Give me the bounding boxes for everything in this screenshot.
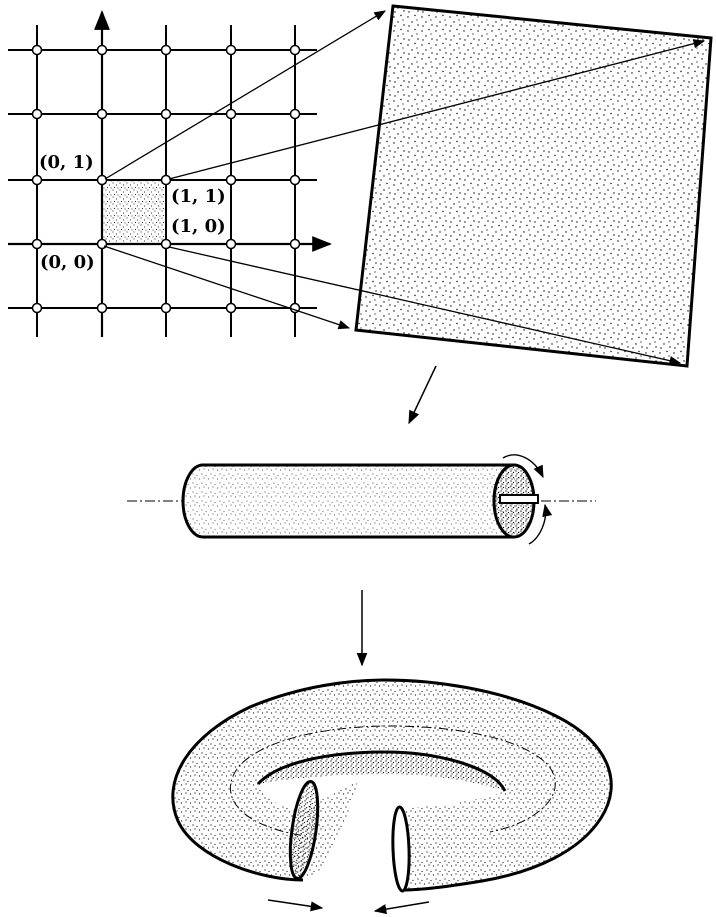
label-e1-e2: (1, 1) [171,186,226,207]
glue-arrow-right [373,901,430,915]
lattice-plane-panel: (0, 0) (0, 1) (1, 1) (1, 0) [8,10,332,337]
cylinder-panel [127,454,596,545]
magnified-square-panel [103,4,713,368]
cylinder-slit [499,494,539,504]
label-e2: (0, 1) [39,152,94,173]
glue-arrow-left [267,899,324,912]
unit-square [101,179,167,245]
torus-core-circle [229,725,556,836]
cylinder-outline [181,463,514,539]
cylinder-shading-dark [183,465,534,537]
map-arrow-square-to-cylinder [408,365,437,425]
torus-panel [171,678,613,915]
torus-open-end-left [288,779,320,881]
torus-inner-hole-shade [258,752,505,791]
label-origin: (0, 0) [40,252,95,273]
rotation-arrow-bottom [528,503,553,545]
torus-inner-edge [256,750,507,792]
correspondence-arrows [103,10,706,366]
label-e1: (1, 0) [171,216,226,237]
magnified-unit-square [354,4,713,368]
torus-open-end-right [391,805,411,893]
torus-outline [171,678,613,892]
rotation-arrow-top [502,454,544,479]
